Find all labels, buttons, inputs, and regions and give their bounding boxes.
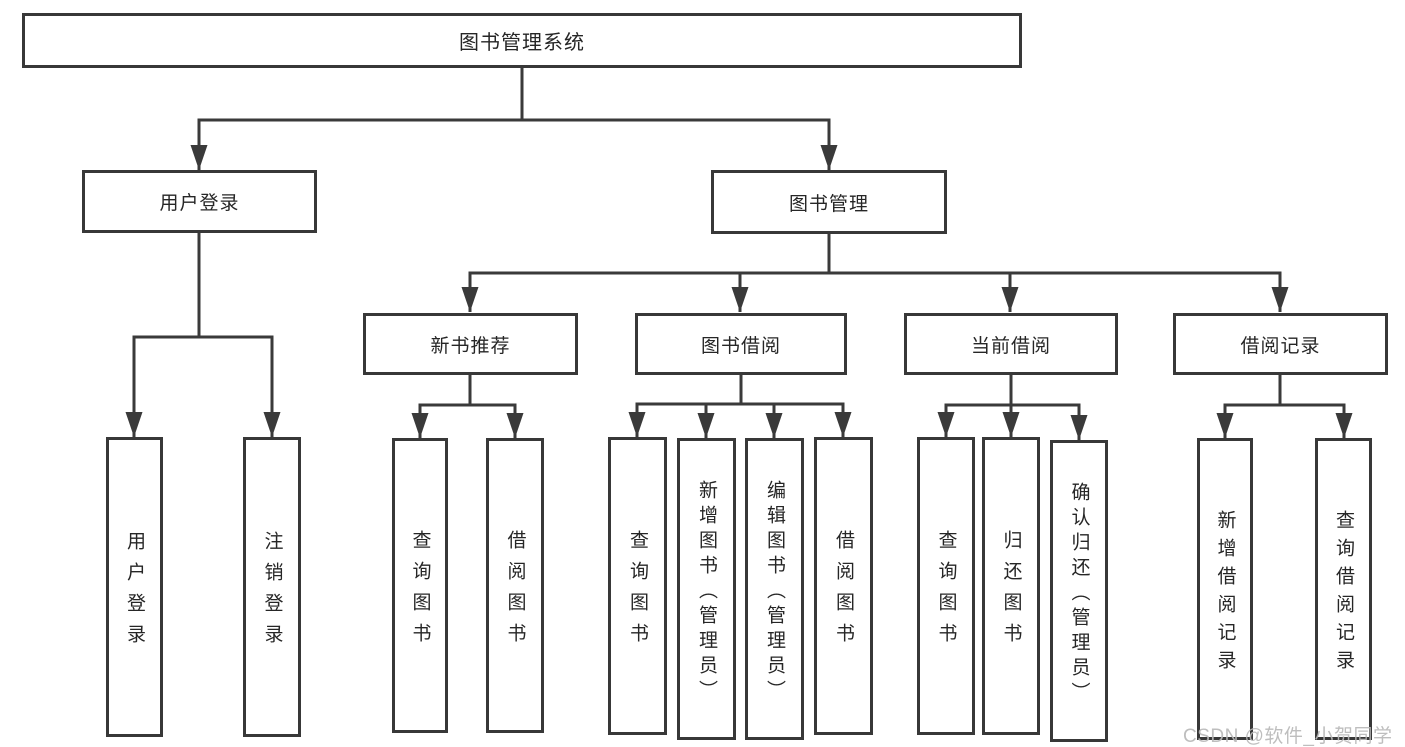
leaf-user-login: 用户登录 xyxy=(106,437,163,737)
arrow-icon xyxy=(1002,412,1020,437)
node-user-login-label: 用户登录 xyxy=(159,193,240,214)
leaf-newbook-borrow-books: 借阅图书 xyxy=(486,438,544,733)
node-borrowing-records-label: 借阅记录 xyxy=(1240,335,1321,357)
leaf-borrow-query-books: 查询图书 xyxy=(608,437,667,735)
arrow-icon xyxy=(411,413,429,438)
arrow-icon xyxy=(263,412,281,437)
node-book-borrowing: 图书借阅 xyxy=(635,313,847,375)
arrow-icon xyxy=(731,287,749,312)
connector-records-rail xyxy=(1223,403,1346,438)
leaf-borrow-edit-books-admin-label: 编辑图书（管理员） xyxy=(764,479,785,705)
leaf-borrow-borrow-books: 借阅图书 xyxy=(814,437,873,735)
leaf-current-query-books-label: 查询图书 xyxy=(935,530,957,654)
arrow-icon xyxy=(461,287,479,312)
arrow-icon xyxy=(628,412,646,437)
connector-level2-rail xyxy=(197,118,831,170)
arrow-icon xyxy=(125,412,143,437)
leaf-borrow-add-books-admin: 新增图书（管理员） xyxy=(677,438,736,740)
leaf-borrow-borrow-books-label: 借阅图书 xyxy=(833,530,854,654)
leaf-newbook-borrow-books-label: 借阅图书 xyxy=(504,529,526,654)
leaf-logout-label: 注销登录 xyxy=(261,531,283,655)
leaf-user-login-label: 用户登录 xyxy=(124,531,145,655)
arrowheads xyxy=(125,145,1353,440)
arrow-icon xyxy=(506,413,524,438)
watermark: CSDN @软件_小贺同学 xyxy=(1183,726,1393,747)
arrow-icon xyxy=(834,412,852,437)
node-library-system-label: 图书管理系统 xyxy=(459,32,585,54)
leaf-records-add-record: 新增借阅记录 xyxy=(1197,438,1253,740)
arrow-icon xyxy=(190,145,208,170)
leaf-records-query-record-label: 查询借阅记录 xyxy=(1333,509,1354,678)
leaf-records-query-record: 查询借阅记录 xyxy=(1315,438,1372,740)
connector-newbook-rail xyxy=(418,403,517,438)
arrow-icon xyxy=(1271,287,1289,312)
leaf-current-query-books: 查询图书 xyxy=(917,437,975,735)
node-book-management-label: 图书管理 xyxy=(788,193,869,215)
leaf-current-return-books: 归还图书 xyxy=(982,437,1040,735)
leaf-current-return-books-label: 归还图书 xyxy=(1000,530,1022,654)
node-library-system: 图书管理系统 xyxy=(22,13,1022,68)
node-current-borrowing-label: 当前借阅 xyxy=(970,335,1051,357)
arrow-icon xyxy=(765,413,783,438)
leaf-newbook-query-books-label: 查询图书 xyxy=(409,529,431,654)
leaf-borrow-edit-books-admin: 编辑图书（管理员） xyxy=(745,438,804,740)
arrow-icon xyxy=(1335,413,1353,438)
arrow-icon xyxy=(1001,287,1019,312)
node-book-borrowing-label: 图书借阅 xyxy=(700,335,781,357)
node-current-borrowing: 当前借阅 xyxy=(904,313,1118,375)
node-new-book-recommend: 新书推荐 xyxy=(363,313,578,375)
connector-level3-rail xyxy=(468,271,1282,312)
leaf-current-confirm-return-admin: 确认归还（管理员） xyxy=(1050,440,1108,742)
leaf-borrow-query-books-label: 查询图书 xyxy=(627,530,648,654)
arrow-icon xyxy=(820,145,838,170)
leaf-current-confirm-return-admin-label: 确认归还（管理员） xyxy=(1068,481,1090,707)
leaf-borrow-add-books-admin-label: 新增图书（管理员） xyxy=(696,479,717,705)
node-borrowing-records: 借阅记录 xyxy=(1173,313,1388,375)
leaf-logout: 注销登录 xyxy=(243,437,301,737)
arrow-icon xyxy=(937,412,955,437)
leaf-records-add-record-label: 新增借阅记录 xyxy=(1214,509,1236,678)
arrow-icon xyxy=(1070,415,1088,440)
arrow-icon xyxy=(1216,413,1234,438)
node-book-management: 图书管理 xyxy=(711,170,947,234)
connector-userlogin-rail xyxy=(132,335,274,437)
leaf-newbook-query-books: 查询图书 xyxy=(392,438,448,733)
arrow-icon xyxy=(697,413,715,438)
connector-bookborrow-rail xyxy=(635,402,845,437)
node-user-login: 用户登录 xyxy=(82,170,317,233)
node-new-book-recommend-label: 新书推荐 xyxy=(430,335,511,357)
